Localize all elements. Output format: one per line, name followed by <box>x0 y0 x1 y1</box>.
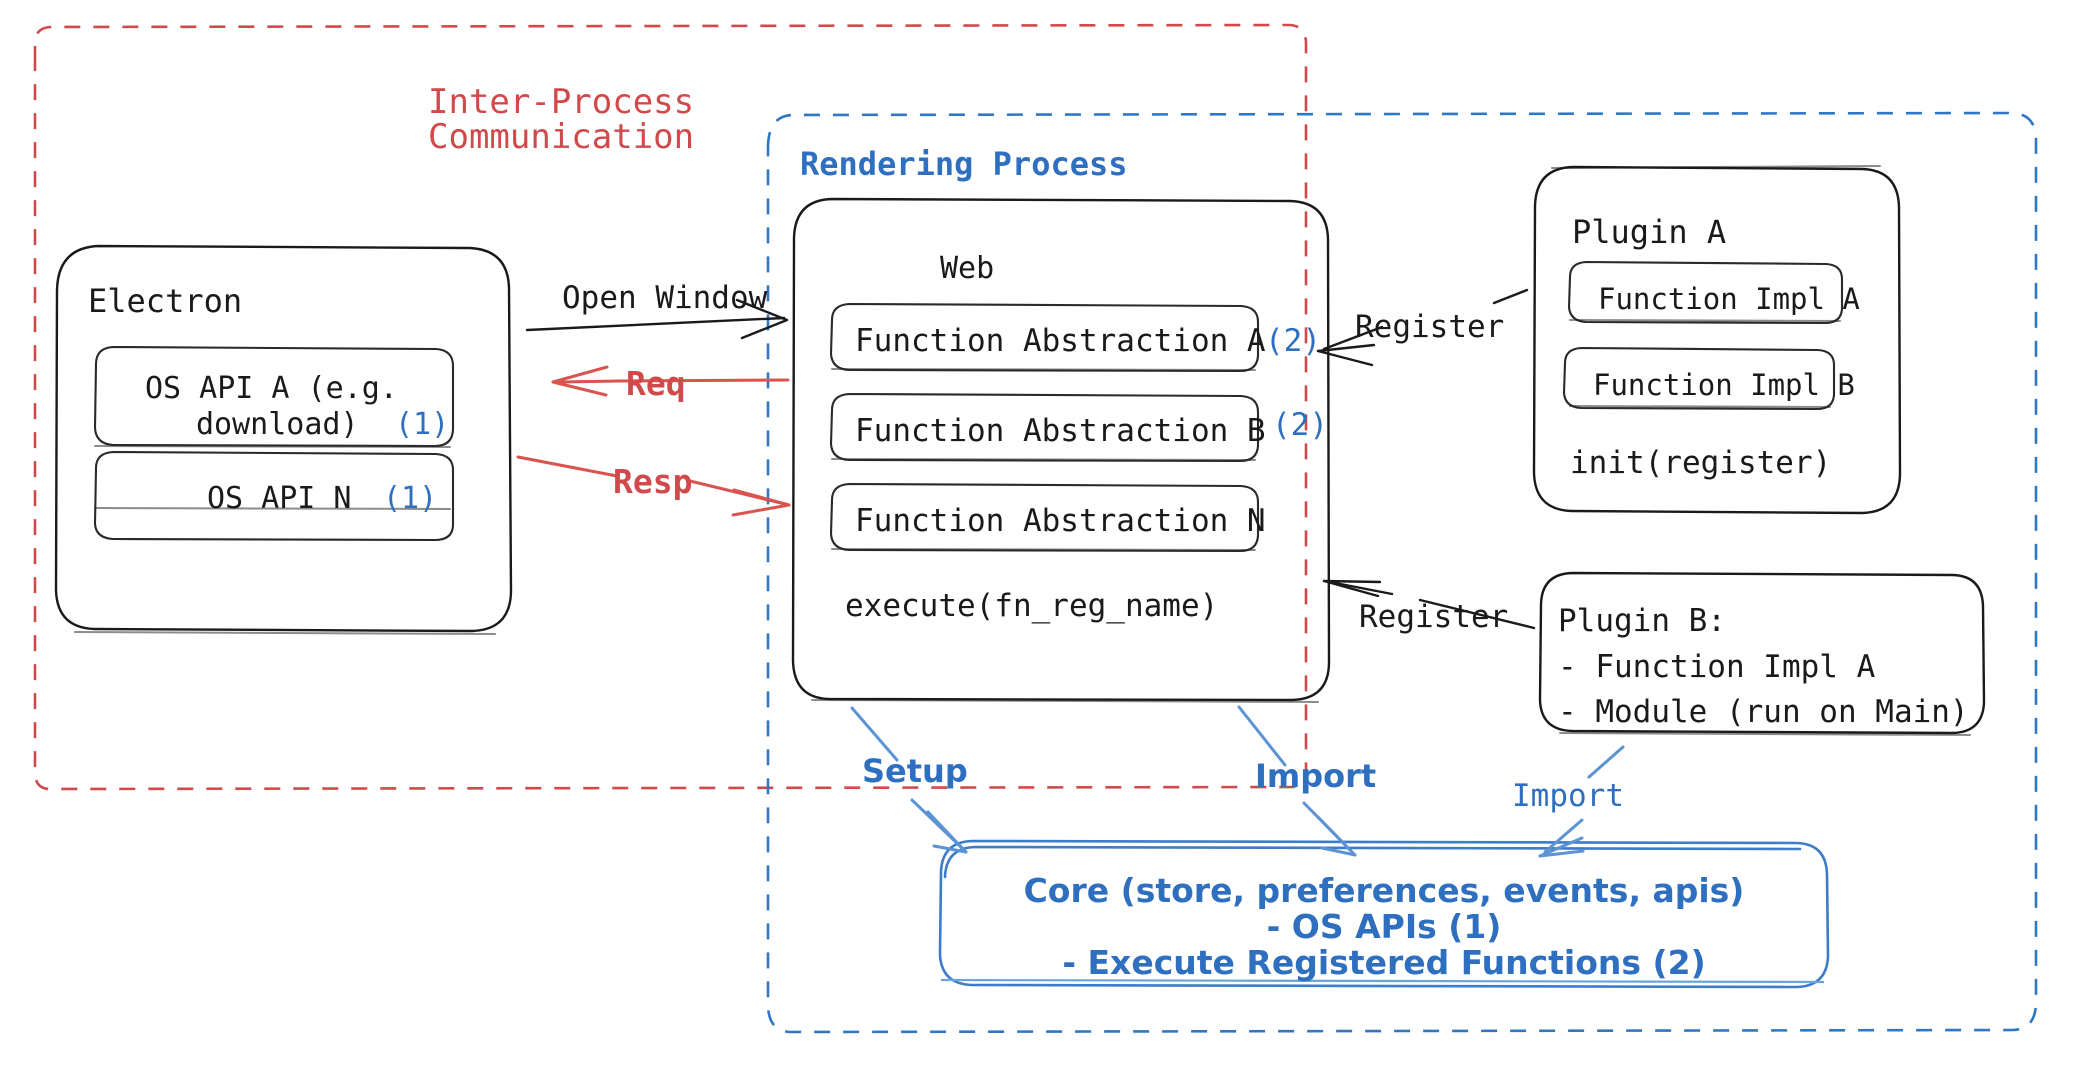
setup-arrow <box>850 706 968 854</box>
import-plugin-b-label: Import <box>1512 778 1624 814</box>
os-api-n-box <box>93 450 455 542</box>
register-plugin-a-arrow <box>1316 288 1529 367</box>
os-api-n-line1: OS API N <box>207 481 352 516</box>
function-abstraction-n-box <box>829 482 1260 553</box>
setup-label: Setup <box>862 752 968 790</box>
electron-title: Electron <box>88 282 242 320</box>
web-title: Web <box>940 251 994 286</box>
function-abstraction-a-marker: (2) <box>1265 323 1321 359</box>
open-window-label: Open Window <box>562 280 768 316</box>
rendering-process-label: Rendering Process <box>800 145 1128 183</box>
electron-box <box>54 244 513 635</box>
ipc-label-line1: Inter-Process <box>428 82 694 122</box>
core-box <box>938 839 1830 989</box>
web-execute-label: execute(fn_reg_name) <box>845 588 1218 624</box>
function-abstraction-b-label: Function Abstraction B <box>855 413 1266 449</box>
register-plugin-a-label: Register <box>1355 309 1504 345</box>
function-abstraction-b-box <box>829 392 1260 463</box>
ipc-region <box>33 23 1308 791</box>
plugin-a-box <box>1532 165 1902 515</box>
import-plugin-b-arrow <box>1538 745 1625 858</box>
plugin-a-init-label: init(register) <box>1570 445 1831 481</box>
plugin-b-title: Plugin B: <box>1558 603 1726 639</box>
plugin-a-title: Plugin A <box>1572 213 1726 251</box>
function-abstraction-a-label: Function Abstraction A <box>855 323 1266 359</box>
core-line-3: - Execute Registered Functions (2) <box>1062 943 1705 982</box>
open-window-arrow <box>525 298 789 340</box>
function-abstraction-a-box <box>829 302 1260 373</box>
function-impl-b-label: Function Impl B <box>1593 368 1855 402</box>
plugin-b-item-2: - Module (run on Main) <box>1558 694 1969 730</box>
rendering-process-region <box>766 111 2038 1034</box>
core-line-2: - OS APIs (1) <box>1267 907 1502 946</box>
function-impl-a-box <box>1567 260 1844 325</box>
req-arrow <box>551 365 790 397</box>
os-api-a-box <box>93 345 455 448</box>
os-api-a-line2: download) <box>196 407 359 442</box>
req-label: Req <box>626 364 686 403</box>
function-abstraction-b-marker: (2) <box>1272 407 1328 443</box>
function-impl-a-label: Function Impl A <box>1598 282 1860 316</box>
os-api-n-marker: (1) <box>383 481 437 516</box>
core-line-1: Core (store, preferences, events, apis) <box>1024 871 1745 910</box>
register-plugin-b-arrow <box>1322 579 1536 630</box>
import-web-label: Import <box>1255 757 1376 795</box>
resp-label: Resp <box>613 462 692 501</box>
plugin-b-item-1: - Function Impl A <box>1558 649 1876 685</box>
register-plugin-b-label: Register <box>1359 599 1508 635</box>
ipc-label-line2: Communication <box>428 117 694 157</box>
function-abstraction-n-label: Function Abstraction N <box>855 503 1266 539</box>
resp-arrow <box>516 455 791 517</box>
import-web-arrow <box>1237 705 1357 857</box>
os-api-a-line1: OS API A (e.g. <box>145 371 398 406</box>
os-api-a-marker: (1) <box>395 407 449 442</box>
plugin-b-box <box>1538 571 1986 736</box>
function-impl-b-box <box>1562 346 1836 411</box>
web-box <box>791 197 1331 703</box>
